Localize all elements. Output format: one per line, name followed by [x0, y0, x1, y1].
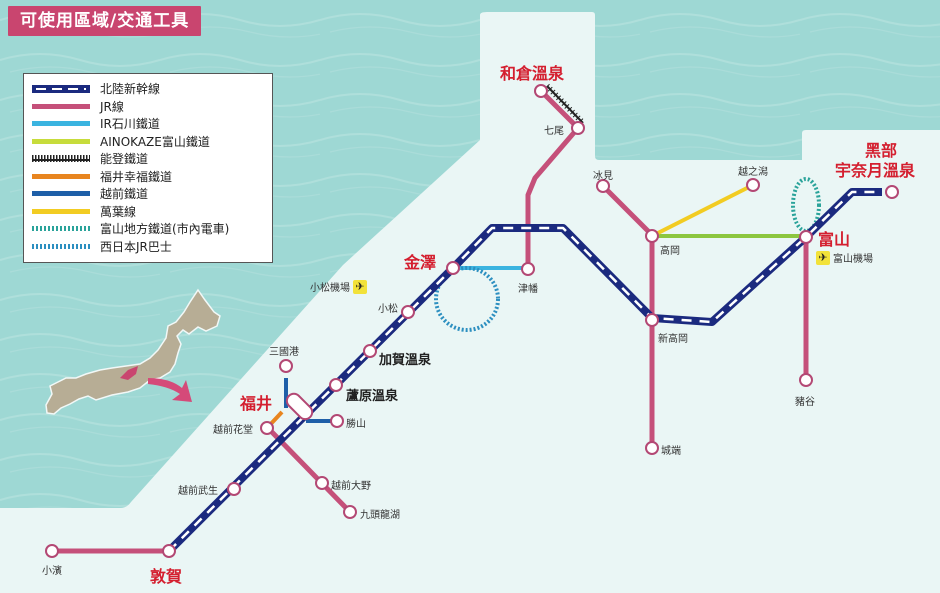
station-echizen-takefu: 越前武生 [178, 486, 218, 497]
legend-item-fukui-koufuku: 福井幸福鐵道 [32, 168, 272, 186]
legend-item-shinkansen: 北陸新幹線 [32, 80, 272, 98]
station-inotani: 豬谷 [795, 397, 815, 408]
station-tsubata: 津幡 [518, 284, 538, 295]
station-fukui: 福井 [240, 394, 273, 413]
manyo-line [651, 183, 754, 238]
noto-swatch [32, 155, 90, 163]
ir-ishikawa-swatch [32, 121, 90, 127]
airplane-icon: ✈ [816, 250, 830, 265]
station-markers [45, 84, 899, 558]
fukui-station-marker [285, 392, 314, 421]
station-shin-takaoka: 新高岡 [658, 334, 688, 345]
station-unazuki-line1: 黑部 [865, 141, 898, 160]
station-koshinokata: 越之潟 [738, 167, 768, 178]
echizen-swatch [32, 191, 90, 197]
legend-item-echizen: 越前鐵道 [32, 185, 272, 203]
legend-item-noto: 能登鐵道 [32, 150, 272, 168]
land-area [0, 12, 940, 593]
manyo-swatch [32, 208, 90, 214]
airport-toyama: ✈ 富山機場 [813, 250, 873, 265]
station-komatsu: 小松 [378, 304, 398, 315]
toyama-tram-swatch [32, 226, 90, 232]
station-kaga-onsen: 加賀溫泉 [379, 353, 432, 368]
station-kuzuryuko: 九頭龍湖 [360, 510, 400, 521]
japan-overview-map [45, 288, 221, 415]
station-himi: 冰見 [593, 171, 613, 182]
ainokaze-swatch [32, 138, 90, 144]
station-unazuki-line2: 宇奈月溫泉 [835, 161, 916, 180]
jr-lines [49, 88, 809, 554]
station-wakura-onsen: 和倉溫泉 [500, 64, 565, 83]
fukui-koufuku-swatch [32, 173, 90, 179]
west-jr-bus-loop [434, 266, 500, 332]
legend-item-toyama-tram: 富山地方鐵道(市內電車) [32, 220, 272, 238]
legend: 北陸新幹線 JR線 IR石川鐵道 AINOKAZE富山鐵道 能登鐵道 福井幸福鐵… [23, 73, 273, 263]
station-awara-onsen: 蘆原溫泉 [346, 389, 399, 404]
station-kanazawa: 金澤 [404, 253, 437, 272]
noto-railway [544, 83, 586, 126]
legend-item-ainokaze: AINOKAZE富山鐵道 [32, 133, 272, 151]
west-jr-bus-swatch [32, 243, 90, 249]
station-obama: 小濱 [42, 566, 62, 577]
airplane-icon: ✈ [353, 279, 367, 294]
station-echizen-hanando: 越前花堂 [213, 425, 253, 436]
station-echizen-ono: 越前大野 [331, 481, 371, 492]
jr-swatch [32, 103, 90, 109]
station-toyama: 富山 [818, 230, 851, 249]
page-title: 可使用區域/交通工具 [8, 6, 202, 36]
legend-item-manyo: 萬葉線 [32, 203, 272, 221]
station-tsuruga: 敦賀 [150, 567, 183, 586]
airport-komatsu-label: 小松機場 [310, 283, 350, 294]
legend-item-ir-ishikawa: IR石川鐵道 [32, 115, 272, 133]
station-johana: 城端 [661, 446, 681, 457]
toyama-tram-loop [791, 177, 821, 233]
station-katsuyama: 勝山 [346, 419, 366, 430]
shinkansen-swatch [32, 84, 90, 93]
station-mikuniko: 三國港 [269, 347, 299, 358]
station-takaoka: 高岡 [660, 246, 680, 257]
airport-komatsu: 小松機場 ✈ [310, 279, 370, 294]
legend-item-jr: JR線 [32, 98, 272, 116]
legend-item-west-jr-bus: 西日本JR巴士 [32, 238, 272, 256]
station-nanao: 七尾 [544, 126, 564, 137]
airport-toyama-label: 富山機場 [833, 254, 873, 265]
